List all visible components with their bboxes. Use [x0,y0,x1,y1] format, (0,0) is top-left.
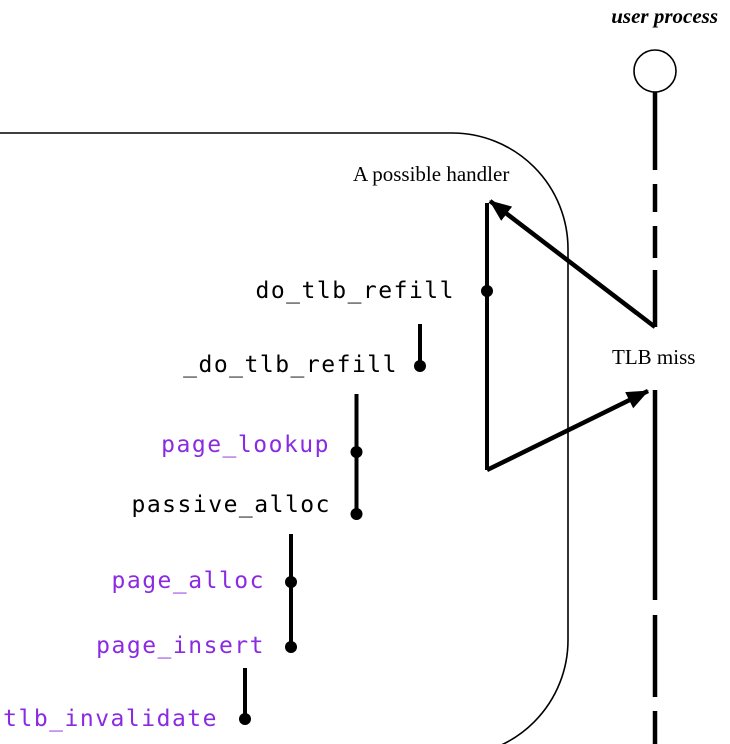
kernel-boundary [0,132,569,744]
call-dot-page-alloc [285,576,297,588]
handler-label: A possible handler [353,162,510,186]
call-label-page-alloc: page_alloc [111,568,265,594]
return-arrow [486,388,649,473]
call-dot-page-insert [285,641,297,653]
call-dot-page-lookup [350,446,363,458]
tlb-miss-arrow [488,199,657,329]
user-process-start-icon [633,49,677,93]
call-point-dots [239,285,493,725]
call-label-passive-alloc: passive_alloc [131,492,331,518]
user-process-label: user process [611,4,718,28]
call-label-tlb-invalidate: tlb_invalidate [3,706,218,732]
call-dot-do-tlb-refill [481,285,493,297]
call-label-page-lookup: page_lookup [161,432,330,458]
tlb-miss-label: TLB miss [612,345,696,369]
call-dot-do-tlb-refill2 [414,360,426,372]
call-dot-passive-alloc [350,508,363,520]
call-label-do-tlb-refill: do_tlb_refill [255,278,455,304]
control-transfer-arrows [486,199,657,473]
call-label-do-tlb-refill2: _do_tlb_refill [183,352,398,378]
call-label-page-insert: page_insert [96,633,265,659]
call-dot-tlb-invalidate [239,713,251,725]
